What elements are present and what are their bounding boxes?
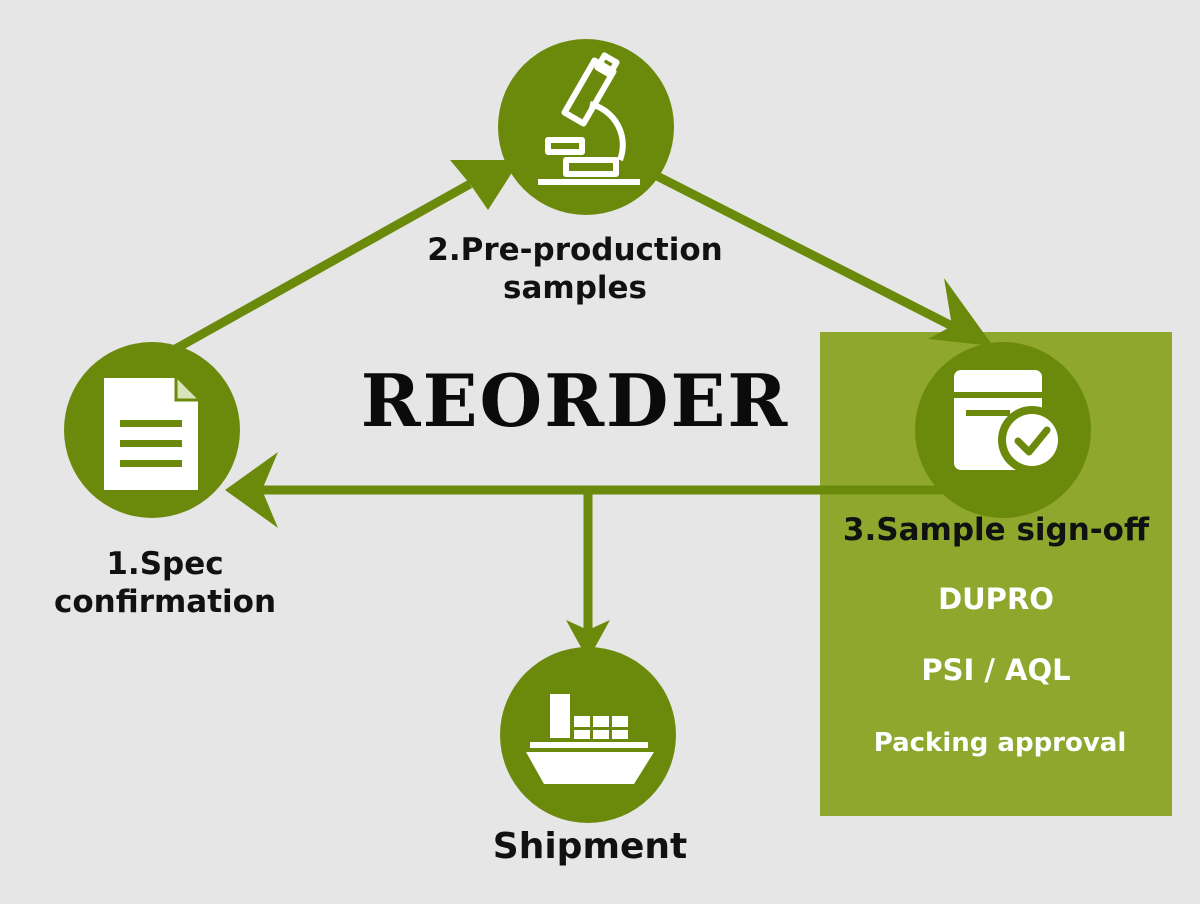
node-signoff — [915, 342, 1091, 518]
node-spec — [64, 342, 240, 518]
label-spec: 1.Spec confirmation — [40, 546, 290, 622]
document-icon — [104, 378, 198, 490]
label-ship: Shipment — [440, 825, 740, 869]
edge-signoff-to-spec — [225, 452, 950, 528]
signoff-item-psi-aql: PSI / AQL — [921, 653, 1071, 687]
label-pre: 2.Pre-production samples — [400, 232, 750, 308]
label-spec-line-1: 1.Spec — [106, 546, 224, 582]
form-check-icon — [954, 370, 1066, 474]
edge-to-shipment — [566, 490, 610, 660]
ship-icon — [526, 694, 654, 784]
diagram-title: REORDER — [360, 358, 790, 443]
signoff-item-dupro: DUPRO — [938, 582, 1054, 616]
label-signoff-line-1: 3.Sample sign-off — [842, 512, 1150, 548]
label-pre-line-1: 2.Pre-production — [427, 232, 723, 268]
label-pre-line-2: samples — [503, 269, 647, 306]
node-ship — [500, 647, 676, 823]
label-signoff: 3.Sample sign-off — [820, 512, 1172, 550]
microscope-icon — [538, 52, 640, 185]
label-ship-line-1: Shipment — [492, 826, 688, 867]
edge-spec-to-pre — [167, 160, 520, 356]
node-pre — [498, 39, 674, 215]
label-spec-line-2: confirmation — [53, 583, 277, 620]
edge-pre-to-signoff — [652, 170, 993, 346]
signoff-item-packing-approval: Packing approval — [873, 728, 1127, 758]
